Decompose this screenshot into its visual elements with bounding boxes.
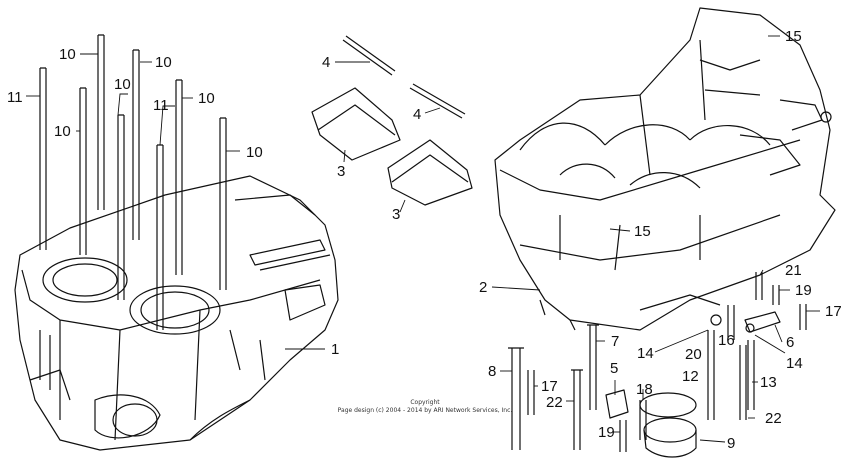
callout-20: 20	[685, 346, 702, 363]
callout-3-left: 3	[337, 163, 346, 180]
callout-17-lower: 17	[541, 378, 558, 395]
callout-10-far-right: 10	[246, 144, 263, 161]
callout-15-top: 15	[785, 28, 802, 45]
callout-9: 9	[727, 435, 736, 452]
callout-16: 16	[718, 332, 735, 349]
copyright-line-1: Copyright	[410, 399, 440, 406]
case-bolts	[508, 272, 807, 452]
callout-10-upper-right: 10	[155, 54, 172, 71]
callout-10-top: 10	[59, 46, 76, 63]
copyright-line-2: Page design (c) 2004 - 2014 by ARI Netwo…	[337, 407, 513, 414]
callout-19-lower: 19	[598, 424, 615, 441]
callout-18: 18	[636, 381, 653, 398]
callout-17-upper: 17	[825, 303, 842, 320]
callout-4-top: 4	[322, 54, 331, 71]
callout-14-right: 14	[786, 355, 803, 372]
callout-15-middle: 15	[634, 223, 651, 240]
callout-2: 2	[479, 279, 488, 296]
callout-21: 21	[785, 262, 802, 279]
cylinder-studs	[39, 34, 227, 330]
callout-5: 5	[610, 360, 619, 377]
callout-8: 8	[488, 363, 497, 380]
callout-22-left: 22	[546, 394, 563, 411]
callout-13: 13	[760, 374, 777, 391]
lower-crankcase-drawing	[494, 7, 836, 331]
callout-14-left: 14	[637, 345, 654, 362]
upper-crankcase-drawing	[14, 175, 339, 451]
callout-11-left: 11	[7, 89, 23, 106]
callout-19-upper: 19	[795, 282, 812, 299]
callout-4-lower: 4	[413, 106, 422, 123]
callout-10-left: 10	[54, 123, 71, 140]
callout-6: 6	[786, 334, 795, 351]
callout-12: 12	[682, 368, 699, 385]
leader-lines	[26, 35, 820, 443]
callout-10-right: 10	[198, 90, 215, 107]
oil-filter-cap	[605, 311, 781, 458]
plates-and-rods	[311, 35, 473, 206]
callout-10-middle: 10	[114, 76, 131, 93]
callout-11-middle: 11	[153, 97, 169, 114]
callout-1: 1	[331, 341, 340, 358]
copyright-notice: Copyright Page design (c) 2004 - 2014 by…	[330, 399, 520, 415]
callout-3-right: 3	[392, 206, 401, 223]
callout-22-right: 22	[765, 410, 782, 427]
callout-7: 7	[611, 333, 620, 350]
